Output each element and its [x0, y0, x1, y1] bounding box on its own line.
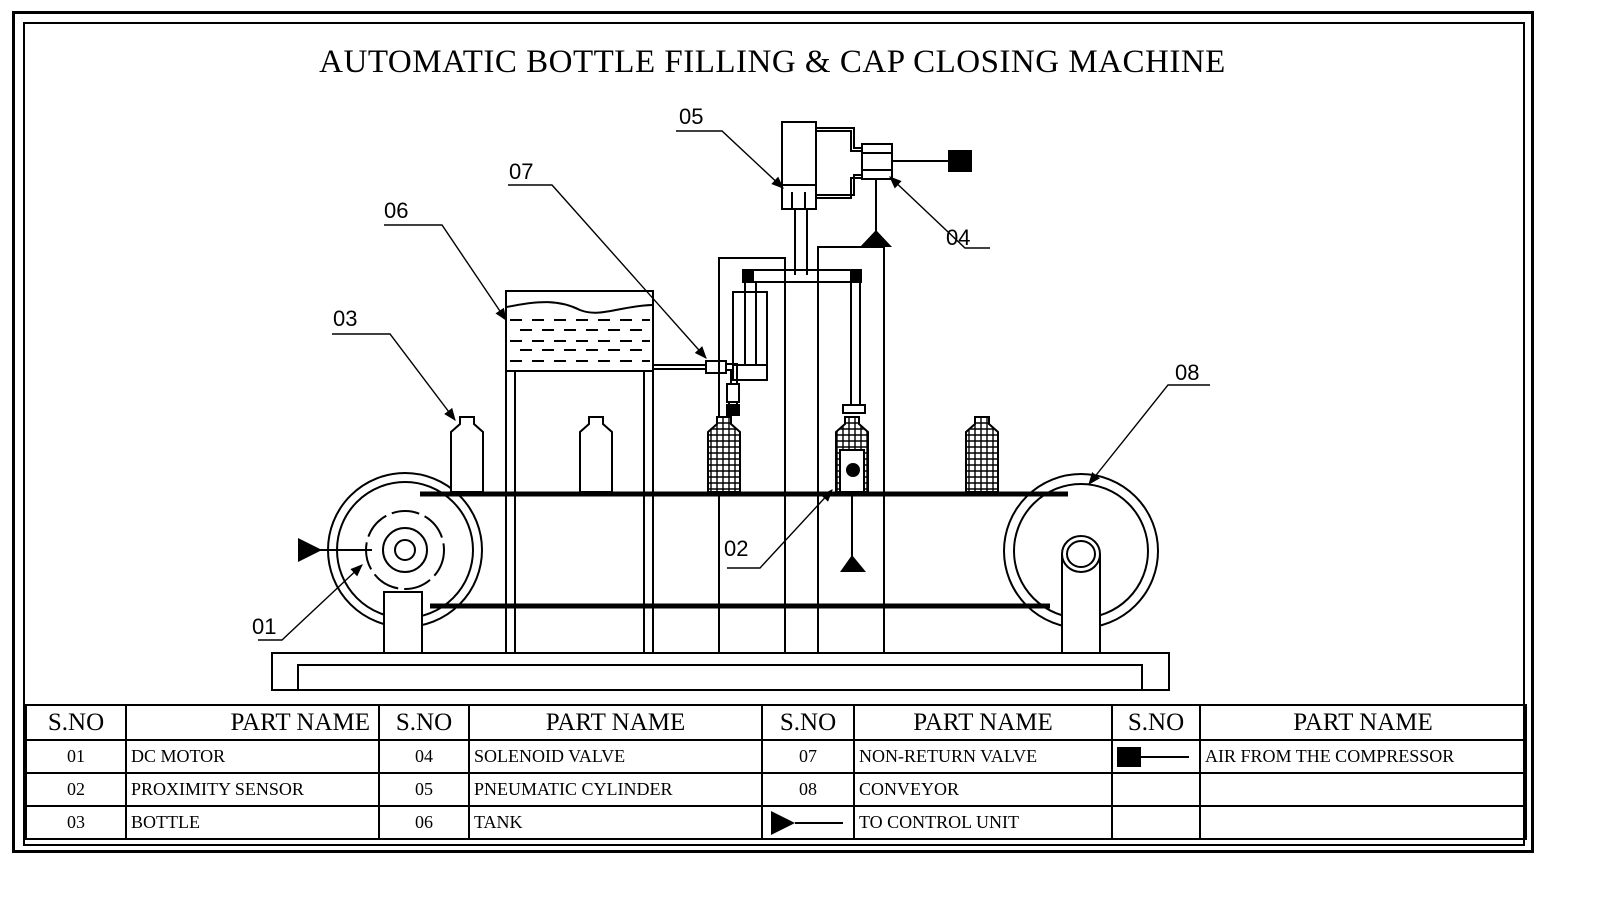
- sno-cell: 04: [378, 739, 470, 774]
- dc-motor-pulley: [318, 472, 483, 654]
- part-name-cell: AIR FROM THE COMPRESSOR: [1199, 739, 1527, 774]
- header-sno: S.NO: [1111, 704, 1201, 741]
- callout-label-08: 08: [1175, 360, 1199, 385]
- control-unit-triangle-icon: [840, 555, 866, 572]
- part-name-cell: PROXIMITY SENSOR: [125, 772, 380, 807]
- header-sno: S.NO: [761, 704, 855, 741]
- callout-label-07: 07: [509, 159, 533, 184]
- table-header-row: S.NO PART NAME S.NO PART NAME S.NO PART …: [25, 704, 1527, 741]
- pneumatic-cylinder: [781, 121, 862, 210]
- drawing-title: AUTOMATIC BOTTLE FILLING & CAP CLOSING M…: [319, 44, 1226, 80]
- tank: [505, 290, 654, 653]
- empty-cell: [1111, 805, 1201, 840]
- line-icon: [795, 821, 843, 824]
- part-name-cell: BOTTLE: [125, 805, 380, 840]
- empty-cell: [1199, 805, 1527, 840]
- sno-cell: 03: [25, 805, 127, 840]
- conveyor-belt: [420, 491, 1068, 609]
- header-part-name: PART NAME: [853, 704, 1113, 741]
- bottle-empty: [450, 416, 484, 493]
- part-name-cell: TO CONTROL UNIT: [853, 805, 1113, 840]
- part-name-cell: NON-RETURN VALVE: [853, 739, 1113, 774]
- sno-cell: 01: [25, 739, 127, 774]
- bottle-filled: [965, 416, 999, 493]
- inner-border: [23, 22, 1525, 846]
- part-name-cell: PNEUMATIC CYLINDER: [468, 772, 763, 807]
- control-unit-triangle-icon: [860, 230, 892, 247]
- sno-cell: 05: [378, 772, 470, 807]
- empty-cell: [1111, 772, 1201, 807]
- callout-label-05: 05: [679, 104, 703, 129]
- sno-cell: 07: [761, 739, 855, 774]
- sno-cell: 08: [761, 772, 855, 807]
- non-return-valve: [653, 360, 740, 416]
- parts-list-table: S.NO PART NAME S.NO PART NAME S.NO PART …: [25, 704, 1527, 840]
- air-source-square-icon: [948, 150, 972, 172]
- header-sno: S.NO: [378, 704, 470, 741]
- callout-label-06: 06: [384, 198, 408, 223]
- table-row: 03 BOTTLE 06 TANK TO CONTROL UNIT: [25, 805, 1527, 840]
- header-part-name: PART NAME: [125, 704, 380, 741]
- callout-label-01: 01: [252, 614, 276, 639]
- callout-label-03: 03: [333, 306, 357, 331]
- part-name-cell: DC MOTOR: [125, 739, 380, 774]
- callout-leaders: [258, 130, 1210, 641]
- cap-beam: [732, 269, 866, 414]
- control-unit-triangle-icon: [771, 810, 795, 835]
- symbol-cell: [1111, 739, 1201, 774]
- callout-label-02: 02: [724, 536, 748, 561]
- callout-label-04: 04: [946, 225, 970, 250]
- header-sno: S.NO: [25, 704, 127, 741]
- part-name-cell: CONVEYOR: [853, 772, 1113, 807]
- sno-cell: 02: [25, 772, 127, 807]
- table-row: 01 DC MOTOR 04 SOLENOID VALVE 07 NON-RET…: [25, 739, 1527, 774]
- outer-border: [12, 11, 1534, 853]
- part-name-cell: TANK: [468, 805, 763, 840]
- empty-cell: [1199, 772, 1527, 807]
- symbol-cell: [761, 805, 855, 840]
- bottle-capping: [835, 416, 869, 493]
- solenoid-valve: [861, 143, 948, 233]
- air-source-square-icon: [1117, 747, 1141, 768]
- line-icon: [1141, 756, 1189, 759]
- part-name-cell: SOLENOID VALVE: [468, 739, 763, 774]
- bottle-empty: [579, 416, 613, 493]
- sno-cell: 06: [378, 805, 470, 840]
- conveyor-pulley-right: [1003, 473, 1159, 654]
- base-frame: [271, 652, 1170, 691]
- bottle-filling: [707, 416, 741, 493]
- table-row: 02 PROXIMITY SENSOR 05 PNEUMATIC CYLINDE…: [25, 772, 1527, 807]
- header-part-name: PART NAME: [468, 704, 763, 741]
- header-part-name: PART NAME: [1199, 704, 1527, 741]
- control-unit-triangle-icon: [298, 538, 322, 562]
